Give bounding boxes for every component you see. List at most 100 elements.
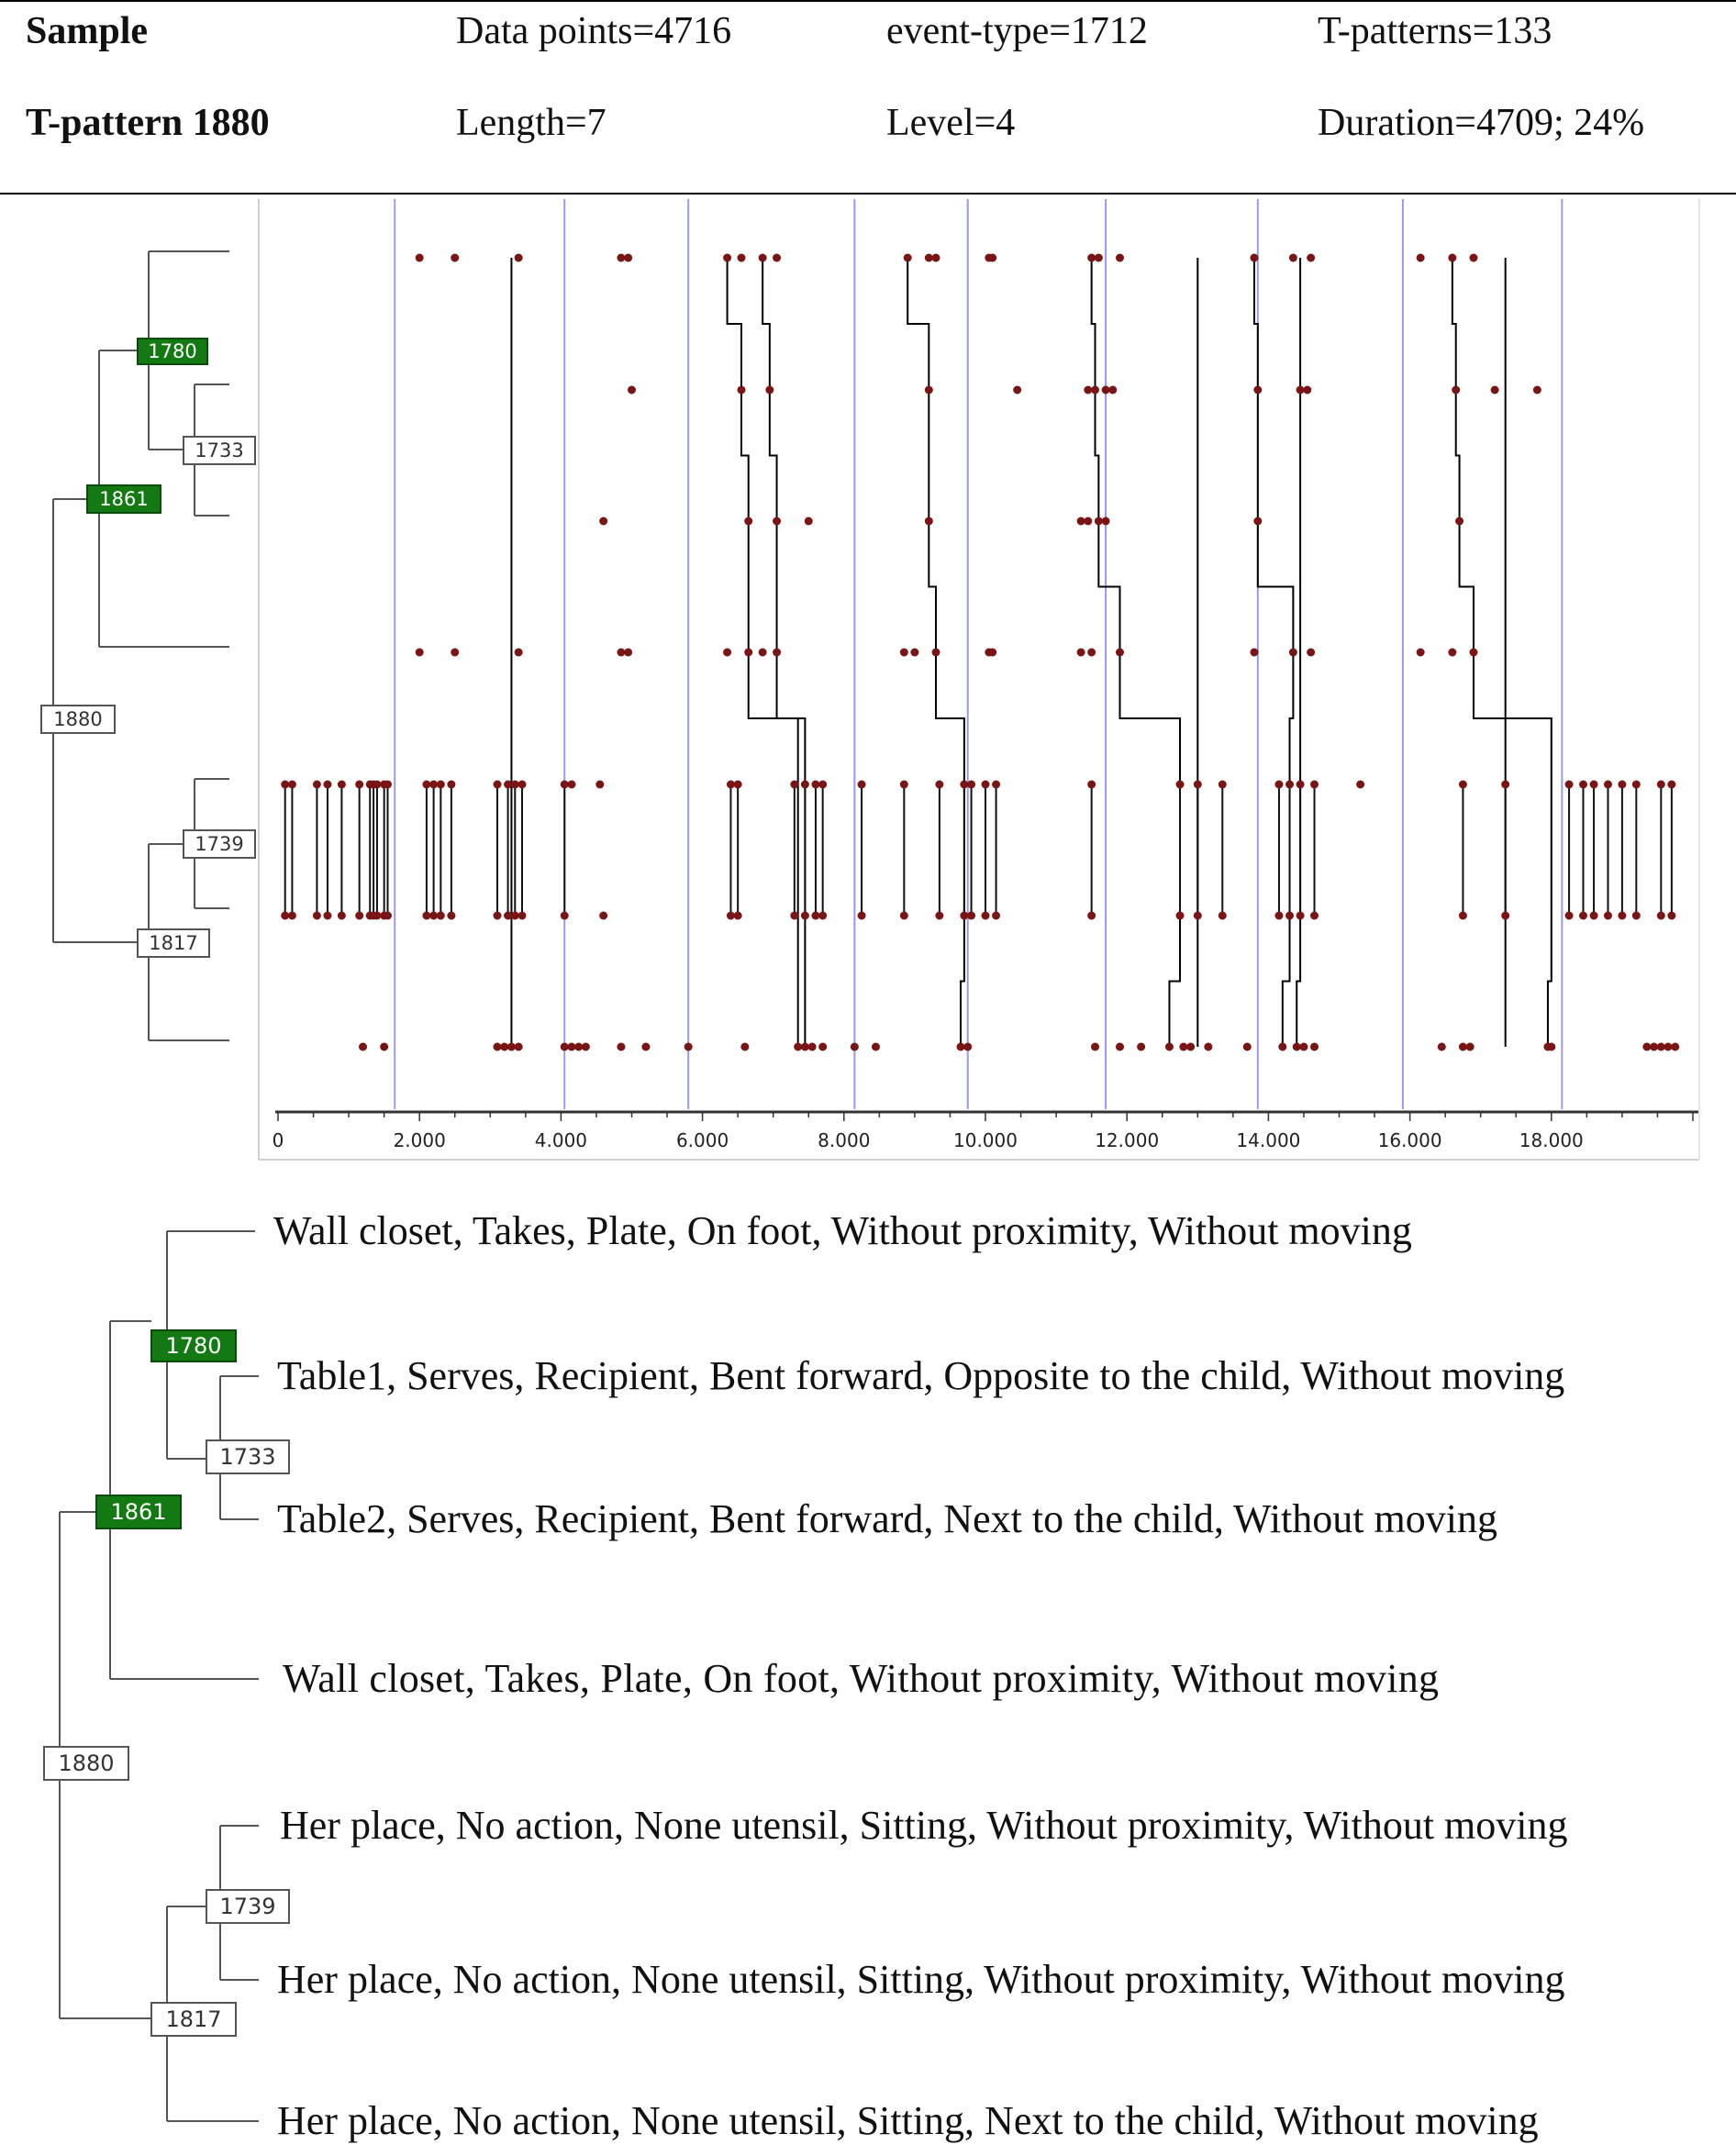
data-points-stat: Data points=4716 [456, 10, 732, 52]
event-point [899, 911, 908, 920]
event-point [1274, 911, 1284, 920]
event-description: Her place, No action, None utensil, Sitt… [277, 2098, 1539, 2143]
event-point [684, 1042, 693, 1051]
event-point [857, 911, 866, 920]
event-point [281, 780, 290, 789]
event-point [436, 911, 445, 920]
event-point [931, 253, 940, 262]
chart-frame [258, 199, 1700, 1161]
event-description: Her place, No action, None utensil, Sitt… [277, 1957, 1565, 2002]
event-point [355, 780, 364, 789]
event-point [574, 1042, 584, 1051]
length-stat: Length=7 [456, 102, 606, 144]
event-descriptions: Wall closet, Takes, Plate, On foot, With… [273, 1208, 1568, 2143]
event-point [1084, 517, 1093, 526]
event-point [1296, 780, 1305, 789]
event-point [447, 911, 456, 920]
event-point [1084, 385, 1093, 395]
event-point [773, 648, 782, 657]
event-point [903, 253, 912, 262]
event-point [811, 911, 820, 920]
event-description: Table1, Serves, Recipient, Bent forward,… [277, 1353, 1564, 1398]
tree-node-box [86, 484, 161, 514]
event-point [794, 1042, 803, 1051]
event-point [1618, 780, 1627, 789]
event-point [1416, 253, 1425, 262]
event-point [599, 911, 608, 920]
pattern-path [1296, 258, 1302, 1047]
event-point [384, 780, 393, 789]
tree-node-box [95, 1495, 182, 1529]
event-point [493, 911, 502, 920]
event-point [1274, 780, 1284, 789]
event-point [1310, 911, 1319, 920]
tree-node-box [183, 829, 256, 859]
event-point [451, 648, 460, 657]
event-point [1076, 648, 1085, 657]
event-point [567, 780, 576, 789]
event-point [733, 780, 742, 789]
event-point [1250, 648, 1259, 657]
event-point [1115, 253, 1124, 262]
tree-node-label: 1817 [149, 932, 197, 954]
tree-node-box [43, 1746, 129, 1781]
event-point [517, 780, 527, 789]
event-point [758, 253, 767, 262]
event-point [773, 253, 782, 262]
event-point [1589, 911, 1598, 920]
event-point [992, 780, 1001, 789]
event-point [981, 911, 990, 920]
tree-node-1733: 1733 [206, 1439, 290, 1474]
event-point [1667, 780, 1676, 789]
tree-node-box [150, 2002, 237, 2037]
event-point [765, 385, 774, 395]
pattern-connections [284, 258, 1673, 1047]
event-point [1671, 1042, 1680, 1051]
event-point [899, 780, 908, 789]
event-point [804, 517, 813, 526]
event-point [1175, 780, 1185, 789]
tree-node-label: 1880 [58, 1750, 114, 1776]
event-point [935, 780, 944, 789]
event-point [1299, 1042, 1308, 1051]
event-point [628, 385, 636, 395]
event-point [514, 648, 523, 657]
tree-node-label: 1780 [165, 1333, 221, 1359]
event-point [1465, 1042, 1474, 1051]
event-point [323, 780, 332, 789]
event-point [910, 648, 919, 657]
event-point [1193, 911, 1202, 920]
tree-node-box [150, 1329, 237, 1362]
tree-node-box [206, 1889, 290, 1924]
event-point [1292, 1042, 1301, 1051]
event-point [1242, 1042, 1252, 1051]
event-point [1469, 648, 1478, 657]
event-point [373, 780, 382, 789]
event-point [1296, 385, 1305, 395]
event-point [380, 1042, 389, 1051]
tree-node-box [137, 338, 208, 365]
event-point [992, 911, 1001, 920]
event-point [924, 385, 933, 395]
event-description: Table2, Serves, Recipient, Bent forward,… [277, 1496, 1497, 1541]
event-point [1667, 911, 1676, 920]
event-point [1452, 385, 1461, 395]
event-point [800, 780, 809, 789]
event-point [1618, 911, 1627, 920]
event-point [493, 780, 502, 789]
event-point [560, 911, 569, 920]
event-point [312, 780, 321, 789]
event-point [337, 780, 346, 789]
event-point [1175, 911, 1185, 920]
event-point [744, 648, 753, 657]
event-point [504, 911, 513, 920]
event-point [1250, 253, 1259, 262]
event-description: Her place, No action, None utensil, Sitt… [280, 1803, 1568, 1848]
event-point [1108, 385, 1118, 395]
event-point [415, 648, 424, 657]
event-point [422, 911, 431, 920]
event-point [1448, 253, 1457, 262]
event-point [1656, 1042, 1665, 1051]
